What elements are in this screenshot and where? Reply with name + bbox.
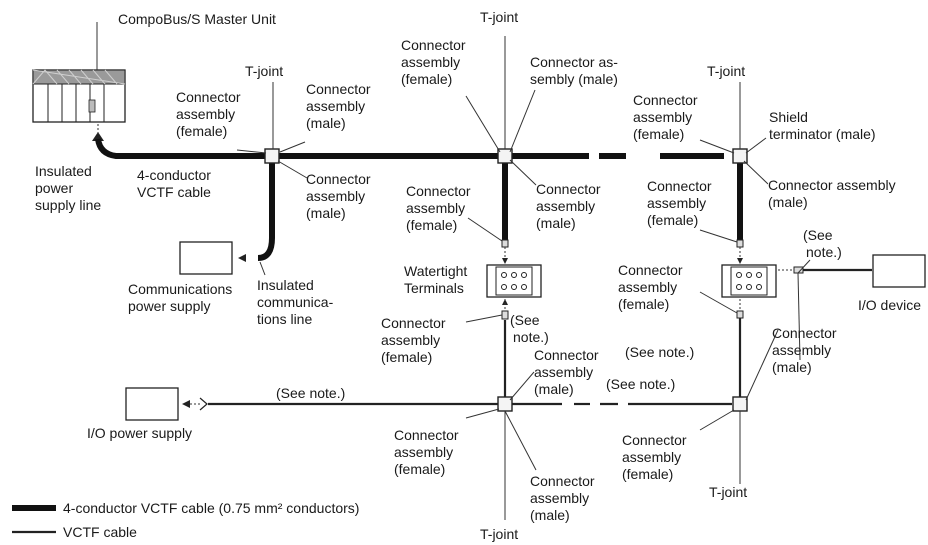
io-power-supply-box [125, 387, 179, 421]
conn-male-4-label: Connector assembly (male) [536, 181, 604, 231]
comm-power-supply-box [179, 241, 233, 275]
tjoint-4-label: T-joint [480, 526, 518, 542]
shield-terminator-label: Shield terminator (male) [769, 109, 876, 142]
conn-male-7-label: Connector assembly (male) [768, 177, 900, 210]
watertight-label: Watertight Terminals [404, 263, 471, 296]
main-trunk-cable [95, 138, 589, 159]
io-device-label: I/O device [858, 297, 921, 313]
tjoint-5-label: T-joint [709, 484, 747, 500]
see-note-1-label: (See note.) [510, 312, 549, 345]
tjoint-1-label: T-joint [245, 63, 283, 79]
conn-female-2-label: Connector assembly (female) [401, 37, 469, 87]
conn-female-7-label: Connector assembly (female) [647, 178, 715, 228]
see-note-3-label: (See note.) [803, 227, 842, 260]
conn-male-8-label: Connector assembly (male) [772, 325, 840, 375]
tjoint-2-label: T-joint [480, 9, 518, 25]
legend-thick-label: 4-conductor VCTF cable (0.75 mm² conduct… [63, 500, 359, 516]
io-device-box [872, 254, 926, 288]
conn-female-8-label: Connector assembly (female) [618, 262, 686, 312]
conn-male-1-label: Connector assembly (male) [306, 81, 374, 131]
tjoint-3 [732, 148, 748, 164]
tjoint-1 [264, 148, 280, 164]
see-note-5-label: (See note.) [606, 376, 675, 392]
watertight-terminal-1 [486, 264, 542, 298]
conn-female-6-label: Connector assembly (female) [633, 92, 701, 142]
conn-male-5-label: Connector assembly (male) [534, 347, 602, 397]
vctf-cable-label: 4-conductor VCTF cable [137, 167, 215, 200]
conn-male-2-label: Connector assembly (male) [306, 171, 374, 221]
conn-male-6-label: Connector assembly (male) [530, 473, 598, 523]
conn-male-3-label: Connector as- sembly (male) [530, 54, 622, 87]
legend-thin-label: VCTF cable [63, 524, 137, 540]
legend: 4-conductor VCTF cable (0.75 mm² conduct… [12, 500, 359, 540]
master-unit-rack [32, 69, 126, 123]
conn-female-4-label: Connector assembly (female) [381, 315, 449, 365]
tjoint-3-label: T-joint [707, 63, 745, 79]
see-note-4-label: (See note.) [625, 344, 694, 360]
conn-female-1-label: Connector assembly (female) [176, 89, 244, 139]
see-note-2-label: (See note.) [276, 385, 345, 401]
io-power-label: I/O power supply [87, 425, 192, 441]
conn-female-9-label: Connector assembly (female) [622, 432, 690, 482]
insulated-power-label: Insulated power supply line [35, 163, 101, 213]
conn-female-5-label: Connector assembly (female) [394, 427, 462, 477]
comm-power-label: Communications power supply [128, 281, 236, 314]
tjoint-5 [732, 396, 748, 412]
watertight-terminal-2 [721, 264, 777, 298]
conn-female-3-label: Connector assembly (female) [406, 183, 474, 233]
tjoint-4 [497, 396, 513, 412]
insulated-comm-label: Insulated communica- tions line [257, 277, 337, 327]
master-unit-label: CompoBus/S Master Unit [118, 11, 276, 27]
